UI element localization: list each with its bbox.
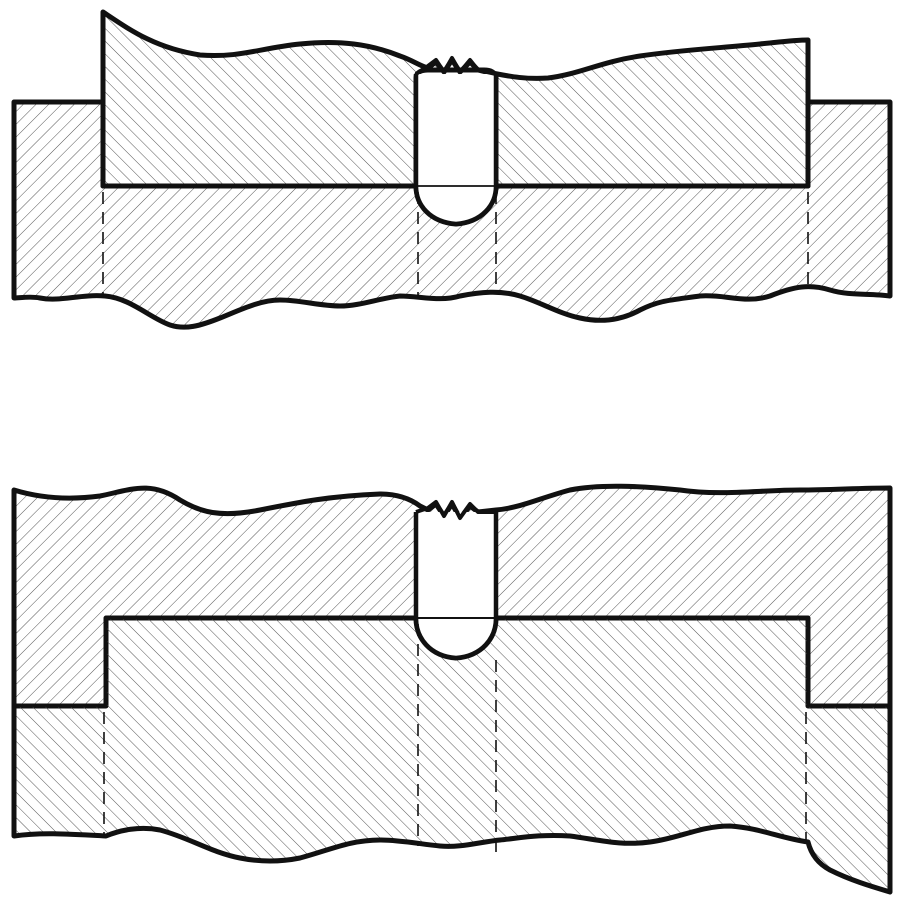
lower-plate-top bbox=[11, 99, 893, 330]
top-groove-teeth bbox=[414, 56, 497, 76]
bottom-section-view bbox=[11, 483, 893, 895]
bottom-groove-teeth bbox=[415, 500, 496, 520]
bottom-groove bbox=[413, 512, 499, 661]
top-hidden-lines bbox=[102, 192, 809, 298]
inset-outline bbox=[104, 616, 810, 706]
top-groove bbox=[413, 74, 499, 227]
inset-block bbox=[14, 618, 890, 892]
bottom-hidden-lines bbox=[103, 624, 807, 860]
bottom-profile bbox=[11, 488, 893, 895]
top-section-view bbox=[11, 9, 893, 330]
